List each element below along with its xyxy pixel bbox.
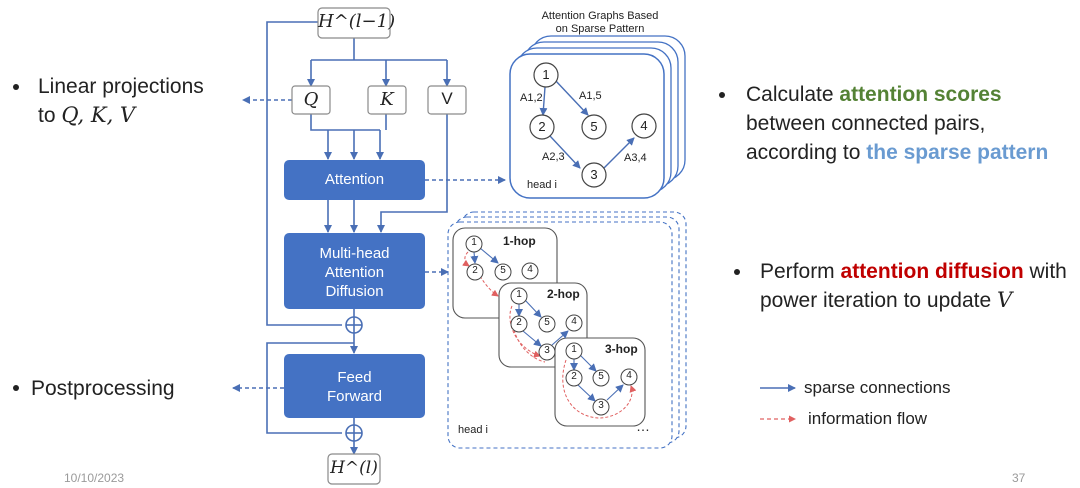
bullet-dot — [13, 84, 19, 90]
input-node — [317, 7, 391, 39]
bullet-perf-line1: Perform attention diffusion with — [760, 257, 1067, 286]
hop3-node-5: 5 — [598, 371, 604, 382]
mhad-label-line3: Diffusion — [325, 283, 384, 300]
graph-node-1 — [533, 62, 559, 88]
hop3-node-3: 3 — [598, 400, 604, 411]
legend-info: information flow — [808, 409, 928, 428]
hop2-node-4: 4 — [571, 316, 577, 327]
input-node-label: H^(l−1) — [318, 11, 396, 32]
graph-node-2 — [529, 114, 555, 140]
highlight-attention-diffusion: attention diffusion — [840, 260, 1024, 283]
ff-label-line2: Forward — [326, 388, 382, 405]
bullet-dot — [13, 385, 19, 391]
bullet-linear-line1: Linear projections — [38, 75, 204, 98]
bullet-perf-line2-prefix: power iteration to update — [760, 289, 997, 312]
feed-forward-block — [284, 354, 425, 418]
hop2-node-5: 5 — [544, 317, 550, 328]
edge-a15: A1,5 — [579, 90, 602, 102]
graph-head-label: head i — [527, 179, 557, 191]
bullet-linear-math: Q, K, V — [61, 103, 136, 127]
bullet-post: Postprocessing — [31, 377, 175, 400]
v-label: V — [441, 89, 453, 108]
ff-label-line1: Feed — [337, 369, 372, 386]
highlight-attention-scores: attention scores — [839, 83, 1002, 106]
bullet-calc-line1: Calculate attention scores — [746, 80, 1002, 109]
hop1-label: 1-hop — [503, 234, 536, 248]
bullet-perf-line2: power iteration to update V — [760, 286, 1012, 315]
hop1-node-4: 4 — [527, 264, 533, 275]
footer-page: 37 — [1012, 471, 1026, 485]
bullet-calc-line3-prefix: according to — [746, 141, 867, 164]
output-node-label: H^(l) — [330, 458, 378, 478]
q-label: Q — [303, 89, 319, 110]
output-node — [327, 453, 381, 485]
hop1-node-2: 2 — [472, 265, 478, 276]
bullet-calc-line3: according to the sparse pattern — [746, 138, 1048, 167]
edge-a34: A3,4 — [624, 152, 647, 164]
bullet-dot — [719, 92, 725, 98]
mhad-label-line2: Attention — [324, 264, 385, 281]
hop1-node-1: 1 — [471, 237, 477, 248]
hop2-node-2: 2 — [516, 317, 522, 328]
k-box — [367, 85, 407, 115]
bullet-linear-line2: to Q, K, V — [38, 101, 135, 130]
graph-node-4 — [631, 113, 657, 139]
edge-a12: A1,2 — [520, 92, 543, 104]
hop3-node-4: 4 — [626, 370, 632, 381]
hop3-label: 3-hop — [605, 342, 638, 356]
hop3-node-2: 2 — [571, 371, 577, 382]
hop2-node-3: 3 — [544, 345, 550, 356]
highlight-sparse-pattern: the sparse pattern — [866, 141, 1049, 164]
mhad-label-line1: Multi-head — [319, 245, 390, 262]
mhad-block — [284, 233, 425, 309]
bullet-dot — [734, 269, 740, 275]
bullet-calc-prefix: Calculate — [746, 83, 840, 106]
graph-node-3-label: 3 — [590, 167, 598, 182]
bullet-perf-math: V — [997, 288, 1013, 312]
graph-node-4-label: 4 — [640, 118, 648, 133]
diffusion-head-label: head i — [458, 424, 488, 436]
graph-title-line2: on Sparse Pattern — [555, 23, 645, 35]
hop2-node-1: 1 — [516, 289, 522, 300]
edge-a23: A2,3 — [542, 151, 565, 163]
k-label: K — [380, 89, 394, 110]
bullet-perf-suffix: with — [1023, 260, 1067, 283]
v-box — [427, 85, 467, 115]
graph-node-1-label: 1 — [542, 67, 550, 82]
footer-date: 10/10/2023 — [64, 471, 125, 485]
diffusion-ellipsis: … — [636, 418, 650, 434]
graph-title-line1: Attention Graphs Based — [541, 10, 659, 22]
hop1-node-5: 5 — [500, 265, 506, 276]
q-box — [291, 85, 331, 115]
bullet-linear-prefix: to — [38, 104, 62, 127]
graph-node-5 — [581, 114, 607, 140]
attention-label: Attention — [324, 171, 385, 188]
graph-node-5-label: 5 — [590, 119, 598, 134]
legend-sparse: sparse connections — [804, 378, 951, 397]
bullet-perf-prefix: Perform — [760, 260, 841, 283]
hop3-node-1: 1 — [571, 344, 577, 355]
hop2-label: 2-hop — [547, 287, 580, 301]
attention-block — [284, 160, 425, 200]
graph-node-2-label: 2 — [538, 119, 546, 134]
graph-node-3 — [581, 162, 607, 188]
bullet-calc-line2: between connected pairs, — [746, 112, 986, 135]
